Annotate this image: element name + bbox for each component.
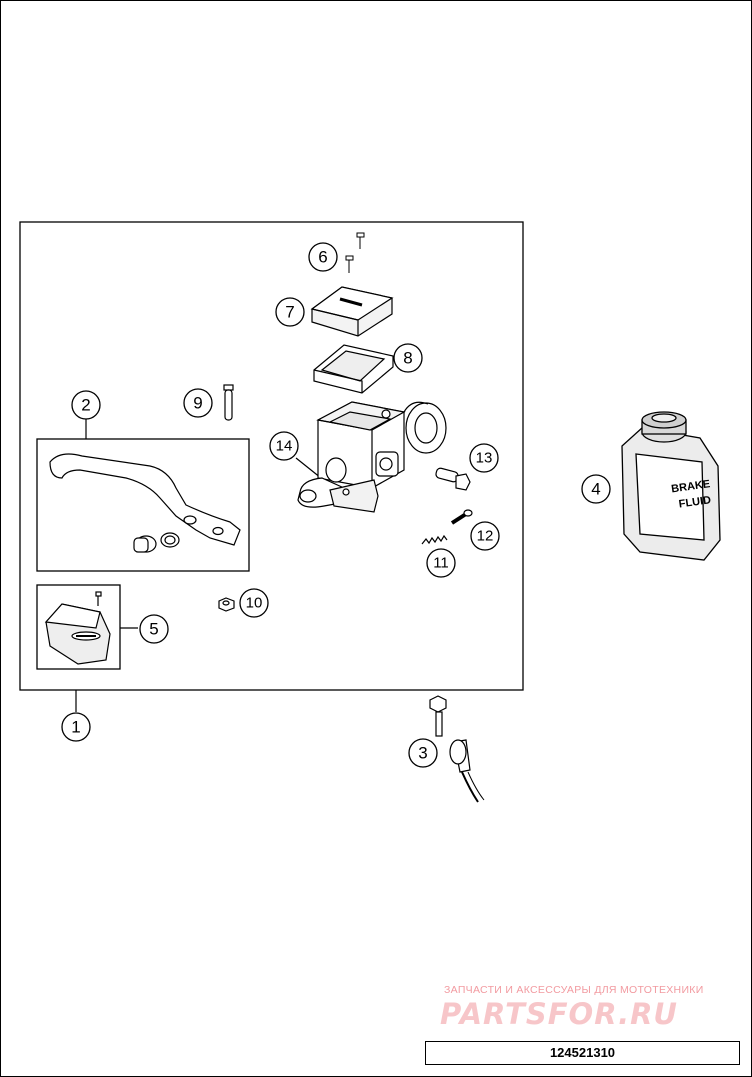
callout-2: 2 (71, 390, 101, 420)
bottle-label-line1: BRAKE (671, 478, 711, 495)
master-cylinder-body (297, 401, 447, 513)
lever-kit-box (36, 438, 250, 572)
brake-fluid-bottle: BRAKE FLUID (621, 411, 721, 561)
reservoir-cover-part (310, 286, 394, 337)
pivot-screw-part (450, 509, 473, 525)
cover-kit-box (36, 584, 121, 670)
svg-text:7: 7 (285, 303, 294, 322)
callout-3: 3 (408, 738, 438, 768)
callout-6: 6 (308, 242, 338, 272)
svg-text:10: 10 (246, 595, 263, 612)
bolt-part (435, 467, 471, 491)
svg-text:13: 13 (476, 450, 493, 467)
svg-text:14: 14 (276, 438, 293, 455)
svg-text:2: 2 (81, 396, 90, 415)
svg-text:1: 1 (71, 718, 80, 737)
callout-10: 10 (239, 588, 269, 618)
callout-4: 4 (581, 474, 611, 504)
brake-lever-part (49, 453, 241, 553)
diaphragm-part (313, 344, 394, 394)
bottle-label-line2: FLUID (678, 494, 712, 510)
svg-text:8: 8 (403, 349, 412, 368)
watermark-subtitle: ЗАПЧАСТИ И АКСЕССУАРЫ ДЛЯ МОТОТЕХНИКИ (444, 984, 704, 996)
callout-1: 1 (61, 712, 91, 742)
watermark-brand: PARTSFOR.RU (440, 997, 678, 1031)
nut-part (218, 597, 235, 612)
kit-boundary (19, 221, 524, 691)
screw-part (345, 232, 365, 273)
svg-text:4: 4 (591, 480, 600, 499)
callout-7: 7 (275, 297, 305, 327)
callout-11: 11 (426, 548, 456, 578)
callout-9: 9 (183, 388, 213, 418)
svg-text:6: 6 (318, 248, 327, 267)
brake-line-part (429, 695, 485, 803)
svg-text:5: 5 (149, 620, 158, 639)
callout-13: 13 (469, 443, 499, 473)
svg-text:12: 12 (477, 528, 494, 545)
lever-cover-part (44, 591, 111, 665)
callout-12: 12 (470, 521, 500, 551)
diagram-code: 124521310 (425, 1041, 740, 1065)
svg-text:9: 9 (193, 394, 202, 413)
svg-text:3: 3 (418, 744, 427, 763)
callout-8: 8 (393, 343, 423, 373)
svg-text:11: 11 (433, 555, 449, 572)
callout-5: 5 (139, 614, 169, 644)
spring-part (421, 534, 448, 545)
callout-14: 14 (269, 431, 299, 461)
pin-part (223, 384, 234, 421)
